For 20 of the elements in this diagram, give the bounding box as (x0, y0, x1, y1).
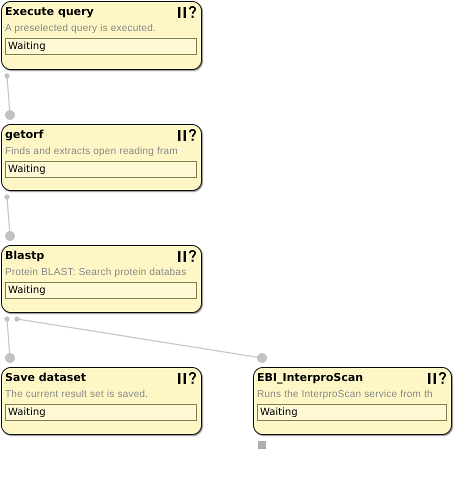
node-description: Runs the InterproScan service from th (257, 388, 433, 401)
tool-card (1, 1, 202, 70)
node-title: getorf (5, 128, 44, 142)
node-description: A preselected query is executed. (5, 22, 156, 35)
node-description: Finds and extracts open reading fram (5, 145, 178, 158)
status-field: Waiting (257, 404, 447, 421)
tool-card (1, 367, 202, 435)
node-description: Protein BLAST: Search protein databas (5, 266, 186, 279)
node-title: Blastp (5, 249, 44, 263)
node-description: The current result set is saved. (5, 388, 148, 401)
node-title: Save dataset (5, 371, 86, 385)
status-field: Waiting (5, 161, 197, 178)
node-title: EBI_InterproScan (257, 371, 364, 385)
tool-card (253, 367, 452, 435)
tool-card (1, 124, 202, 191)
node-title: Execute query (5, 5, 94, 19)
status-field: Waiting (5, 282, 197, 299)
status-field: Waiting (5, 38, 197, 55)
status-field: Waiting (5, 404, 197, 421)
tool-card (1, 245, 202, 313)
